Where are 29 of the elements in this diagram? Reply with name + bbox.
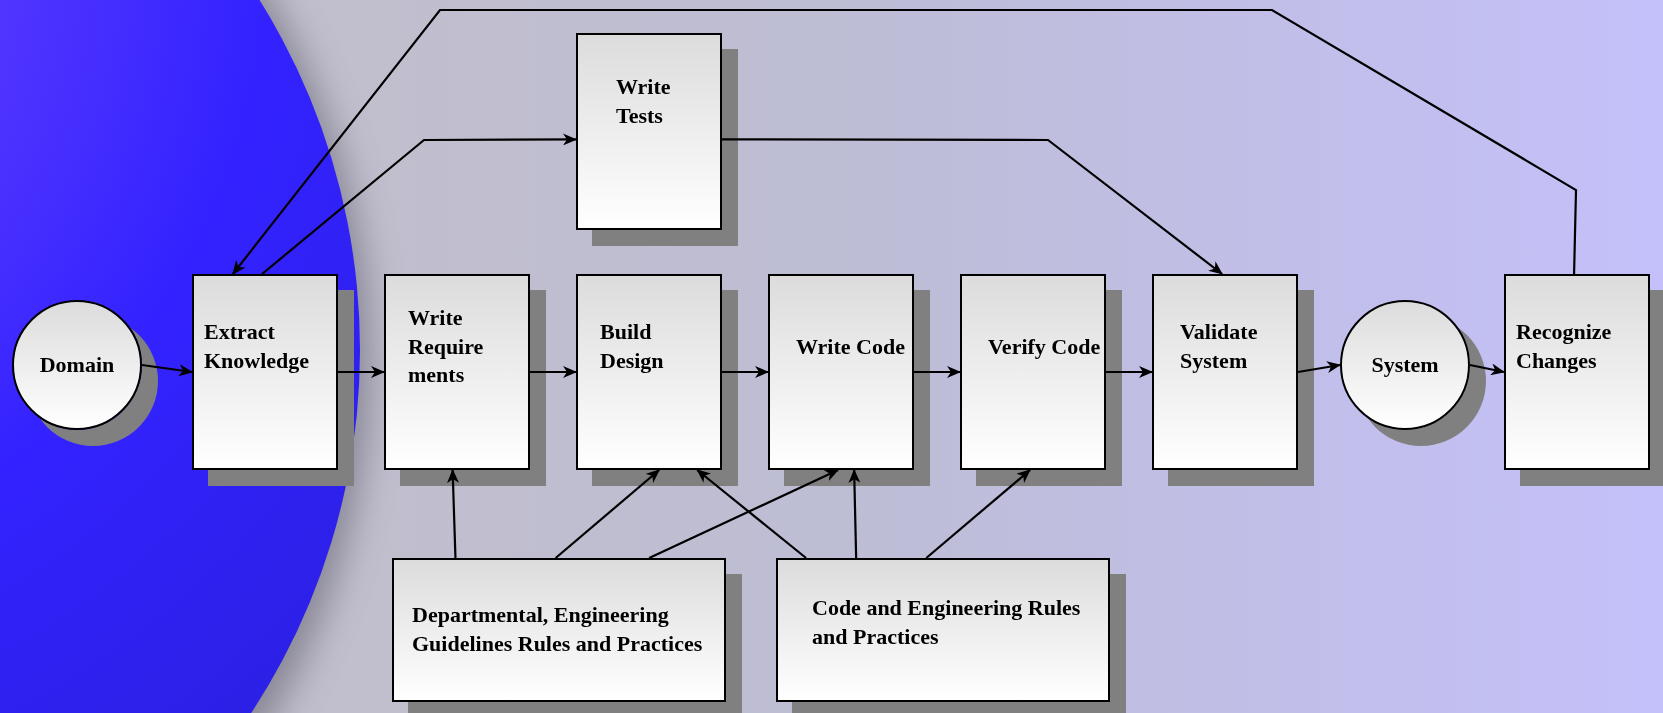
arrow — [914, 366, 961, 378]
arrow — [141, 363, 193, 377]
node-label: Write Code — [796, 332, 906, 361]
node-label: System — [1371, 350, 1439, 379]
node-label: Domain — [39, 350, 115, 379]
arrow — [1297, 361, 1341, 374]
arrow — [447, 469, 460, 559]
node-label: Write Tests — [616, 72, 672, 130]
arrow — [925, 469, 1031, 559]
node-label: Extract Knowledge — [204, 318, 311, 375]
arrow — [1106, 366, 1153, 378]
arrow — [848, 469, 861, 559]
arrow — [722, 138, 1223, 275]
arrow — [530, 366, 577, 378]
node-label: Verify Code — [988, 332, 1102, 361]
arrow — [232, 8, 1578, 275]
arrow — [722, 366, 769, 378]
node-label: Recognize Changes — [1516, 318, 1613, 375]
arrow — [648, 469, 839, 559]
node-label: Build Design — [600, 318, 665, 375]
arrow — [554, 469, 660, 559]
node-label: Validate System — [1180, 318, 1259, 375]
arrow — [261, 133, 577, 275]
arrow — [1469, 363, 1505, 376]
node-label: Departmental, Engineering Guidelines Rules and Practices — [412, 601, 704, 658]
node-label: Write Require ments — [408, 304, 485, 390]
arrow — [338, 366, 385, 378]
node-label: Code and Engineering Rules and Practices — [812, 594, 1082, 651]
arrow — [696, 469, 807, 559]
